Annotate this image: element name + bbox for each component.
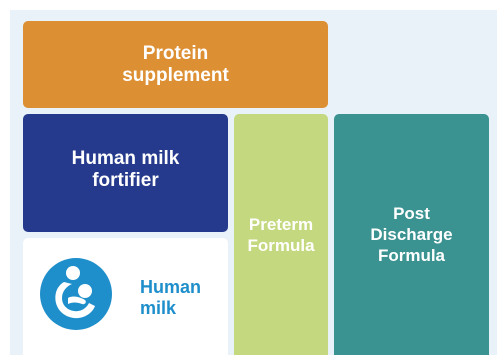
- preterm-formula-block: Preterm Formula: [234, 114, 328, 355]
- nutrition-diagram: Protein supplement Human milk fortifier …: [10, 10, 497, 355]
- post-discharge-formula-label: Post Discharge Formula: [370, 203, 452, 266]
- breastfeeding-icon: [40, 258, 112, 330]
- preterm-formula-label-line2: Formula: [247, 235, 315, 255]
- protein-supplement-block: Protein supplement: [23, 21, 328, 108]
- post-discharge-formula-label-line3: Formula: [377, 246, 446, 265]
- human-milk-block: Human milk: [23, 238, 228, 355]
- human-milk-label-line2: milk: [140, 298, 177, 318]
- post-discharge-formula-label-line2: Discharge: [370, 225, 453, 244]
- protein-supplement-label: Protein supplement: [122, 43, 229, 87]
- human-milk-fortifier-block: Human milk fortifier: [23, 114, 228, 232]
- post-discharge-formula-label-line1: Post: [393, 204, 430, 223]
- preterm-formula-label-line1: Preterm: [248, 214, 314, 234]
- human-milk-fortifier-label-line1: Human milk: [71, 148, 180, 169]
- preterm-formula-label: Preterm Formula: [247, 214, 314, 256]
- protein-supplement-label-line2: supplement: [122, 64, 229, 86]
- post-discharge-formula-block: Post Discharge Formula: [334, 114, 489, 355]
- human-milk-fortifier-label-line2: fortifier: [92, 170, 159, 191]
- human-milk-label: Human milk: [140, 277, 201, 319]
- protein-supplement-label-line1: Protein: [142, 42, 209, 64]
- human-milk-label-line1: Human: [140, 277, 202, 297]
- human-milk-fortifier-label: Human milk fortifier: [72, 148, 180, 192]
